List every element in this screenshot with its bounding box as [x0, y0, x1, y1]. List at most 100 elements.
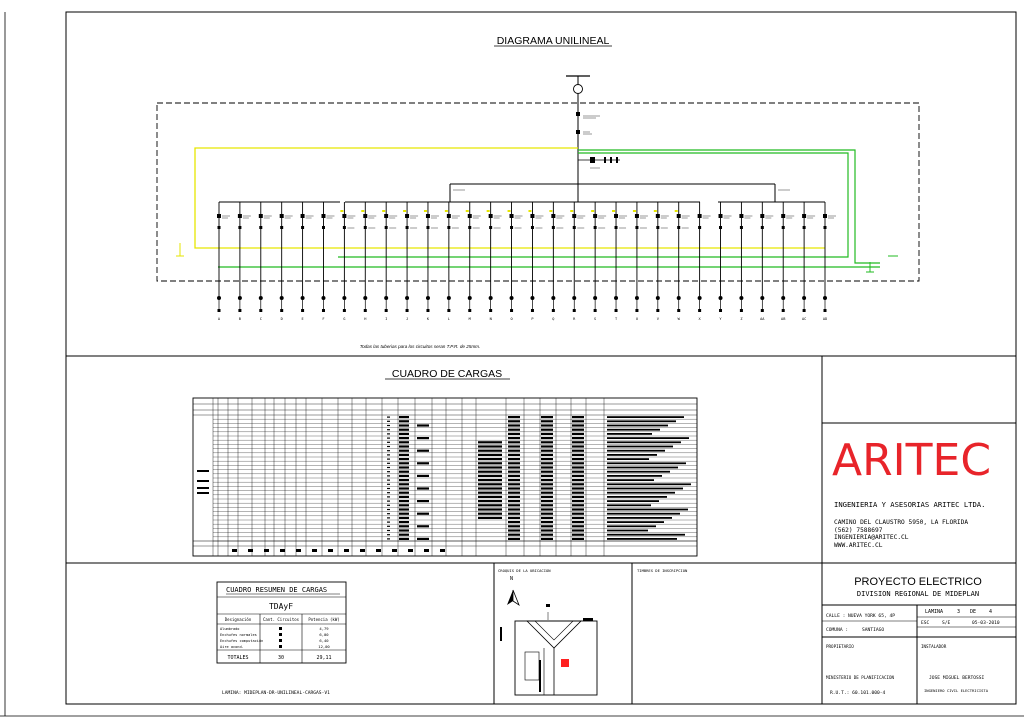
- circuit-i: I: [382, 202, 398, 321]
- board-enclosure: [156, 102, 920, 282]
- circuit-n: N: [486, 202, 502, 321]
- circuit-c: C: [258, 202, 272, 321]
- resumen-header-circuitos: Cant. Circuitos: [263, 617, 300, 622]
- circuit-y: Y: [718, 202, 732, 321]
- calle-label: CALLE :: [826, 613, 845, 619]
- circuit-label: Y: [719, 317, 722, 321]
- circuit-ac: AC: [802, 202, 816, 321]
- circuit-label: O: [510, 317, 512, 321]
- aritec-logo: ARITEC: [832, 435, 991, 486]
- project-title: PROYECTO ELECTRICO: [854, 576, 982, 588]
- circuit-label: U: [636, 317, 638, 321]
- calle-value: NUEVA YORK 65, 4P: [848, 613, 895, 619]
- circuit-v: V: [653, 202, 669, 321]
- green-bus-middle: [338, 152, 849, 258]
- incoming-feeder: [566, 75, 620, 180]
- inscripcion-title: TIMBRES DE INSCRIPCION: [637, 568, 688, 573]
- circuit-f: F: [321, 202, 335, 321]
- circuit-label: R: [573, 317, 576, 321]
- circuit-b: B: [237, 202, 251, 321]
- circuit-label: H: [364, 317, 366, 321]
- circuit-label: K: [427, 317, 430, 321]
- diagram-title: DIAGRAMA UNILINEAL: [497, 35, 610, 47]
- circuit-a: A: [217, 202, 230, 321]
- circuit-s: S: [591, 202, 607, 321]
- circuit-label: P: [531, 317, 533, 321]
- tuberias-note: Todas las tuberias para los circuitos se…: [360, 344, 481, 349]
- circuit-label: AA: [760, 317, 765, 321]
- resumen-row-potencia: 6,00: [319, 632, 329, 637]
- circuit-x: X: [697, 202, 711, 321]
- circuit-h: H: [361, 202, 377, 321]
- circuit-label: S: [594, 317, 596, 321]
- location-map: [500, 604, 598, 696]
- resumen-total-power: 29,11: [316, 655, 331, 661]
- project-subtitle: DIVISION REGIONAL DE MIDEPLAN: [857, 590, 979, 598]
- circuit-ab: AB: [781, 202, 795, 321]
- lamina-number: 3: [957, 609, 960, 615]
- circuit-label: V: [657, 317, 660, 321]
- resumen-table: CUADRO RESUMEN DE CARGAS TDAyF Designaci…: [216, 581, 347, 664]
- circuit-o: O: [507, 202, 523, 321]
- circuit-label: C: [260, 317, 262, 321]
- circuit-label: Z: [740, 317, 743, 321]
- instalador-label: INSTALADOR: [921, 644, 947, 649]
- lamina-label: LAMINA: [925, 609, 943, 615]
- resumen-total-label: TOTALES: [227, 655, 248, 661]
- resumen-row-designacion: Aire acond.: [220, 645, 244, 649]
- resumen-row-potencia: 12,00: [318, 644, 330, 649]
- location-marker: [561, 659, 569, 667]
- circuit-label: M: [469, 317, 472, 321]
- instalador-value: JOSE MIGUEL BERTOSSI: [929, 675, 985, 681]
- circuit-label: AD: [823, 317, 827, 321]
- company-name: INGENIERIA Y ASESORIAS ARITEC LTDA.: [834, 500, 985, 509]
- circuit-ad: AD: [823, 202, 836, 321]
- circuit-label: T: [615, 317, 618, 321]
- circuit-label: B: [239, 317, 241, 321]
- resumen-header-designacion: Designación: [225, 617, 252, 622]
- circuit-label: E: [302, 317, 304, 321]
- circuit-r: R: [570, 202, 586, 321]
- circuit-j: J: [403, 202, 419, 321]
- instalador-role: INGENIERO CIVIL ELECTRICISTA: [924, 688, 989, 693]
- circuit-label: A: [218, 317, 221, 321]
- circuit-d: D: [279, 202, 293, 321]
- circuit-q: Q: [549, 202, 565, 321]
- circuit-label: AB: [781, 317, 785, 321]
- circuit-z: Z: [739, 202, 753, 321]
- lamina-code: LAMINA: MIDEPLAN-DR-UNILINEAL-CARGAS-V1: [222, 690, 330, 696]
- resumen-header-potencia: Potencia (kW): [308, 617, 339, 622]
- load-table: [192, 397, 698, 557]
- circuit-label: D: [281, 317, 283, 321]
- sheet-border: [65, 11, 1017, 705]
- company-email: INGENIERIA@ARITEC.CL: [834, 534, 909, 541]
- propietario-label: PROPIETARIO: [826, 644, 854, 649]
- company-web: WWW.ARITEC.CL: [834, 542, 883, 549]
- esc-label: ESC: [921, 620, 930, 626]
- company-address: CAMINO DEL CLAUSTRO 5950, LA FLORIDA: [834, 519, 968, 526]
- comuna-label: COMUNA :: [826, 627, 848, 633]
- lamina-total: 4: [989, 609, 992, 615]
- north-label: N: [510, 576, 513, 582]
- circuit-w: W: [674, 202, 690, 321]
- comuna-value: SANTIAGO: [862, 627, 884, 633]
- resumen-total-circuits: 30: [278, 655, 284, 661]
- circuit-label: N: [490, 317, 492, 321]
- circuit-label: AC: [802, 317, 806, 321]
- rut: R.U.T.: 60.101.000-4: [830, 690, 886, 696]
- distribution-bus: [449, 180, 790, 202]
- circuit-label: G: [343, 317, 345, 321]
- ubicacion-title: CROQUIS DE LA UBICACION: [498, 568, 551, 573]
- circuit-label: I: [385, 317, 387, 321]
- circuit-e: E: [300, 202, 314, 321]
- circuit-label: J: [406, 317, 408, 321]
- resumen-row-potencia: 4,79: [319, 626, 329, 631]
- circuit-label: W: [678, 317, 681, 321]
- resumen-row-potencia: 6,40: [319, 638, 329, 643]
- resumen-row-designacion: Enchufes normales: [220, 633, 257, 637]
- circuit-label: X: [699, 317, 702, 321]
- circuit-t: T: [612, 202, 628, 321]
- resumen-title: CUADRO RESUMEN DE CARGAS: [226, 586, 327, 594]
